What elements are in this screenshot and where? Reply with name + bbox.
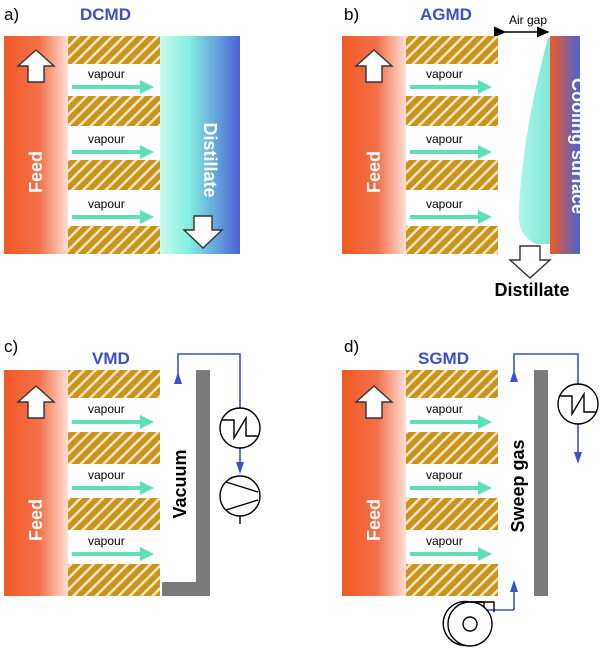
vapour-flow: vapour <box>72 132 154 159</box>
vapour-flow: vapour <box>72 67 154 94</box>
distillate-label: Distillate <box>494 280 569 300</box>
membrane-segment <box>68 370 160 398</box>
panel-label: a) <box>4 5 19 24</box>
vapour-flow: vapour <box>410 67 492 94</box>
vapour-label: vapour <box>426 67 463 81</box>
membrane-segment <box>406 432 498 464</box>
vapour-label: vapour <box>88 67 125 81</box>
cooling-surface-label: Cooling surface <box>568 78 588 214</box>
vapour-flow: vapour <box>410 534 492 561</box>
vapour-flow: vapour <box>72 468 154 495</box>
membrane-segment <box>68 36 160 64</box>
vapour-arrow <box>410 415 492 429</box>
membrane-segment <box>406 498 498 530</box>
membrane-segment <box>68 226 160 254</box>
vapour-flow: vapour <box>410 197 492 224</box>
down-arrow-icon <box>182 215 224 249</box>
vacuum-label: Vacuum <box>170 449 190 518</box>
down-arrow-icon <box>508 245 552 279</box>
membrane-segment <box>68 498 160 530</box>
feed-label: Feed <box>364 151 384 193</box>
membrane-segment <box>406 370 498 398</box>
vapour-arrow <box>410 547 492 561</box>
vapour-label: vapour <box>88 534 125 548</box>
vapour-arrow <box>410 481 492 495</box>
up-arrow-icon <box>354 49 394 83</box>
panel-d: d) SGMD Feed Sweep gas <box>342 337 599 647</box>
vapour-flow: vapour <box>72 197 154 224</box>
vapour-arrow <box>410 145 492 159</box>
vapour-label: vapour <box>426 468 463 482</box>
distillate-label: Distillate <box>200 122 220 197</box>
up-arrow-icon <box>354 385 394 419</box>
blower-icon <box>442 600 495 647</box>
feed-label: Feed <box>364 499 384 541</box>
panel-c: c) VMD Feed Vacuum vapour <box>4 337 261 596</box>
panel-b: b) AGMD Air gap Feed Cooling surface Dis… <box>342 5 588 300</box>
sweep-gas-wall <box>534 370 548 596</box>
panel-title: SGMD <box>418 349 469 368</box>
vapour-label: vapour <box>426 132 463 146</box>
feed-label: Feed <box>26 499 46 541</box>
vapour-flow: vapour <box>410 468 492 495</box>
vapour-label: vapour <box>426 402 463 416</box>
membrane-segment <box>406 36 498 64</box>
vapour-label: vapour <box>88 197 125 211</box>
panel-title: VMD <box>92 349 130 368</box>
vapour-label: vapour <box>88 468 125 482</box>
vapour-arrow <box>72 547 154 561</box>
panel-title: AGMD <box>420 5 472 24</box>
membrane-segment <box>68 96 160 126</box>
membrane-segment <box>406 96 498 126</box>
vapour-arrow <box>72 481 154 495</box>
up-arrow-icon <box>16 385 56 419</box>
panel-label: c) <box>4 337 18 356</box>
vapour-arrow <box>72 210 154 224</box>
vacuum-line <box>174 353 244 474</box>
vapour-label: vapour <box>88 132 125 146</box>
panel-label: b) <box>344 5 359 24</box>
membrane-segment <box>68 160 160 190</box>
vapour-arrow <box>72 80 154 94</box>
air-gap-label: Air gap <box>509 13 547 27</box>
vapour-arrow <box>72 415 154 429</box>
vapour-arrow <box>410 210 492 224</box>
membrane-segment <box>406 226 498 254</box>
panel-a: a) DCMD Feed Distillate vapour vapour va… <box>4 5 240 254</box>
cooling-surface <box>550 36 580 254</box>
membrane-segment <box>406 160 498 190</box>
up-arrow-icon <box>16 49 56 83</box>
vapour-flow: vapour <box>72 402 154 429</box>
sweep-gas-line <box>484 353 582 611</box>
vapour-arrow <box>410 80 492 94</box>
vapour-label: vapour <box>88 402 125 416</box>
panel-label: d) <box>344 337 359 356</box>
vapour-flow: vapour <box>72 534 154 561</box>
panel-title: DCMD <box>80 5 131 24</box>
membrane-segment <box>68 432 160 464</box>
condensate-film <box>518 38 550 244</box>
vapour-label: vapour <box>426 534 463 548</box>
feed-label: Feed <box>26 151 46 193</box>
vacuum-pump-icon <box>219 475 261 524</box>
heat-exchanger-icon <box>219 407 261 449</box>
vapour-flow: vapour <box>410 402 492 429</box>
membrane-segment <box>406 564 498 596</box>
heat-exchanger-icon <box>557 383 599 425</box>
vapour-arrow <box>72 145 154 159</box>
vapour-flow: vapour <box>410 132 492 159</box>
vapour-label: vapour <box>426 197 463 211</box>
membrane-segment <box>68 564 160 596</box>
vacuum-wall <box>162 370 210 596</box>
sweep-gas-label: Sweep gas <box>508 439 528 532</box>
